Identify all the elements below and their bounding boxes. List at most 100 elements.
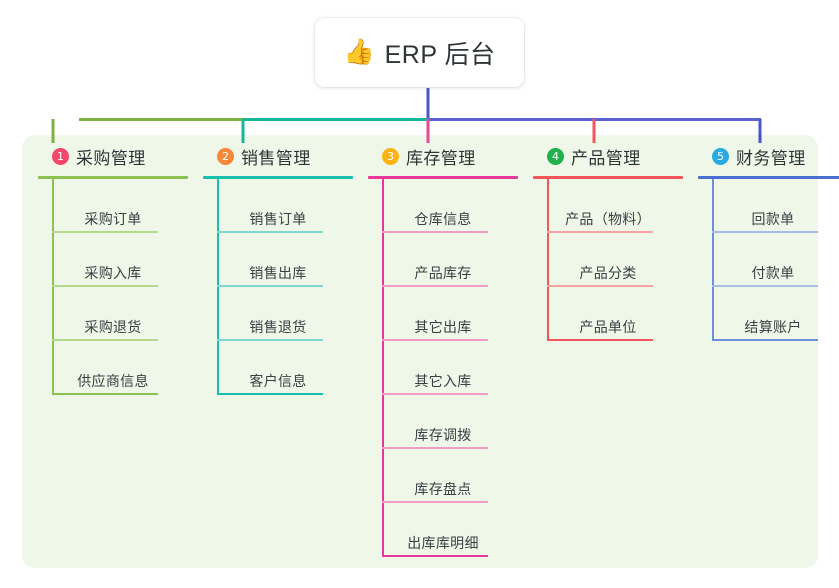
branch-underline	[368, 176, 518, 179]
leaf-underline	[382, 285, 488, 287]
leaf-item[interactable]: 供应商信息	[38, 341, 188, 395]
leaf-item[interactable]: 销售退货	[203, 287, 353, 341]
leaf-label: 结算账户	[744, 319, 802, 335]
branch-number-badge: 3	[382, 147, 399, 165]
branch-leaf-list: 采购订单采购入库采购退货供应商信息	[38, 179, 188, 395]
branch-number-badge: 2	[217, 147, 234, 165]
branch-underline	[203, 176, 353, 179]
root-node-content: 👍 ERP 后台	[343, 35, 495, 71]
leaf-item[interactable]: 销售出库	[203, 233, 353, 287]
root-node-card[interactable]: 👍 ERP 后台	[315, 18, 524, 87]
leaf-underline	[382, 393, 488, 395]
leaf-label: 付款单	[751, 265, 795, 281]
branch-number-badge: 4	[547, 147, 564, 165]
leaf-underline	[52, 393, 158, 395]
leaf-underline	[52, 339, 158, 341]
leaf-label: 采购入库	[84, 265, 142, 281]
leaf-item[interactable]: 销售订单	[203, 179, 353, 233]
branch-title: 财务管理	[736, 148, 806, 168]
leaf-item[interactable]: 采购入库	[38, 233, 188, 287]
root-node-title: ERP 后台	[384, 40, 496, 69]
leaf-item[interactable]: 产品分类	[533, 233, 683, 287]
branch-title: 产品管理	[571, 148, 641, 168]
leaf-item[interactable]: 产品单位	[533, 287, 683, 341]
leaf-item[interactable]: 仓库信息	[368, 179, 518, 233]
branch-spine-line	[382, 179, 384, 557]
leaf-underline	[217, 231, 323, 233]
leaf-underline	[712, 231, 818, 233]
leaf-label: 产品（物料）	[565, 211, 651, 227]
leaf-item[interactable]: 库存调拨	[368, 395, 518, 449]
thumbs-up-icon: 👍	[343, 38, 375, 66]
branch-spine-line	[547, 179, 549, 341]
leaf-label: 回款单	[751, 211, 795, 227]
branch-header-1[interactable]: 1 采购管理	[38, 143, 188, 169]
leaf-item[interactable]: 结算账户	[698, 287, 839, 341]
branch-underline	[533, 176, 683, 179]
branch-title: 销售管理	[241, 148, 311, 168]
leaf-underline	[547, 231, 653, 233]
branch-leaf-list: 产品（物料） 产品分类产品单位	[533, 179, 683, 341]
branch-header-4[interactable]: 4 产品管理	[533, 143, 683, 169]
branch-column-5: 5 财务管理回款单付款单结算账户	[698, 143, 839, 341]
leaf-label: 销售订单	[249, 211, 307, 227]
diagram-background-panel	[22, 135, 818, 568]
leaf-item[interactable]: 产品（物料）	[533, 179, 683, 233]
leaf-label: 销售出库	[249, 265, 307, 281]
leaf-label: 供应商信息	[77, 373, 149, 389]
leaf-underline	[382, 555, 488, 557]
leaf-label: 采购订单	[84, 211, 142, 227]
leaf-item[interactable]: 产品库存	[368, 233, 518, 287]
leaf-underline	[382, 339, 488, 341]
leaf-label: 产品库存	[414, 265, 472, 281]
branch-header-5[interactable]: 5 财务管理	[698, 143, 839, 169]
branch-header-2[interactable]: 2 销售管理	[203, 143, 353, 169]
leaf-label: 库存调拨	[414, 427, 472, 443]
branch-column-4: 4 产品管理产品（物料） 产品分类产品单位	[533, 143, 683, 341]
branch-header-3[interactable]: 3 库存管理	[368, 143, 518, 169]
leaf-item[interactable]: 其它出库	[368, 287, 518, 341]
branch-spine-line	[217, 179, 219, 395]
branch-underline	[38, 176, 188, 179]
branch-spine-line	[52, 179, 54, 395]
leaf-label: 产品分类	[579, 265, 637, 281]
leaf-item[interactable]: 回款单	[698, 179, 839, 233]
leaf-label: 仓库信息	[414, 211, 472, 227]
leaf-underline	[217, 393, 323, 395]
leaf-item[interactable]: 客户信息	[203, 341, 353, 395]
leaf-underline	[217, 285, 323, 287]
leaf-underline	[712, 339, 818, 341]
leaf-item[interactable]: 付款单	[698, 233, 839, 287]
leaf-underline	[382, 501, 488, 503]
leaf-label: 采购退货	[84, 319, 142, 335]
leaf-underline	[547, 285, 653, 287]
leaf-item[interactable]: 库存盘点	[368, 449, 518, 503]
branch-number-badge: 5	[712, 147, 729, 165]
leaf-underline	[712, 285, 818, 287]
branch-title: 库存管理	[406, 148, 476, 168]
leaf-underline	[52, 231, 158, 233]
leaf-underline	[382, 231, 488, 233]
branch-column-1: 1 采购管理采购订单采购入库采购退货供应商信息	[38, 143, 188, 395]
leaf-underline	[547, 339, 653, 341]
leaf-item[interactable]: 其它入库	[368, 341, 518, 395]
leaf-label: 客户信息	[249, 373, 307, 389]
branch-number-badge: 1	[52, 147, 69, 165]
branch-leaf-list: 仓库信息产品库存其它出库其它入库库存调拨库存盘点出库库明细	[368, 179, 518, 557]
leaf-item[interactable]: 出库库明细	[368, 503, 518, 557]
branch-title: 采购管理	[76, 148, 146, 168]
leaf-label: 出库库明细	[407, 535, 479, 551]
branch-column-2: 2 销售管理销售订单销售出库销售退货客户信息	[203, 143, 353, 395]
leaf-label: 其它入库	[414, 373, 472, 389]
branch-underline	[698, 176, 839, 179]
leaf-label: 库存盘点	[414, 481, 472, 497]
branch-leaf-list: 销售订单销售出库销售退货客户信息	[203, 179, 353, 395]
branch-leaf-list: 回款单付款单结算账户	[698, 179, 839, 341]
branch-column-3: 3 库存管理仓库信息产品库存其它出库其它入库库存调拨库存盘点出库库明细	[368, 143, 518, 557]
leaf-underline	[382, 447, 488, 449]
leaf-label: 其它出库	[414, 319, 472, 335]
leaf-item[interactable]: 采购订单	[38, 179, 188, 233]
leaf-underline	[52, 285, 158, 287]
leaf-item[interactable]: 采购退货	[38, 287, 188, 341]
leaf-label: 产品单位	[579, 319, 637, 335]
